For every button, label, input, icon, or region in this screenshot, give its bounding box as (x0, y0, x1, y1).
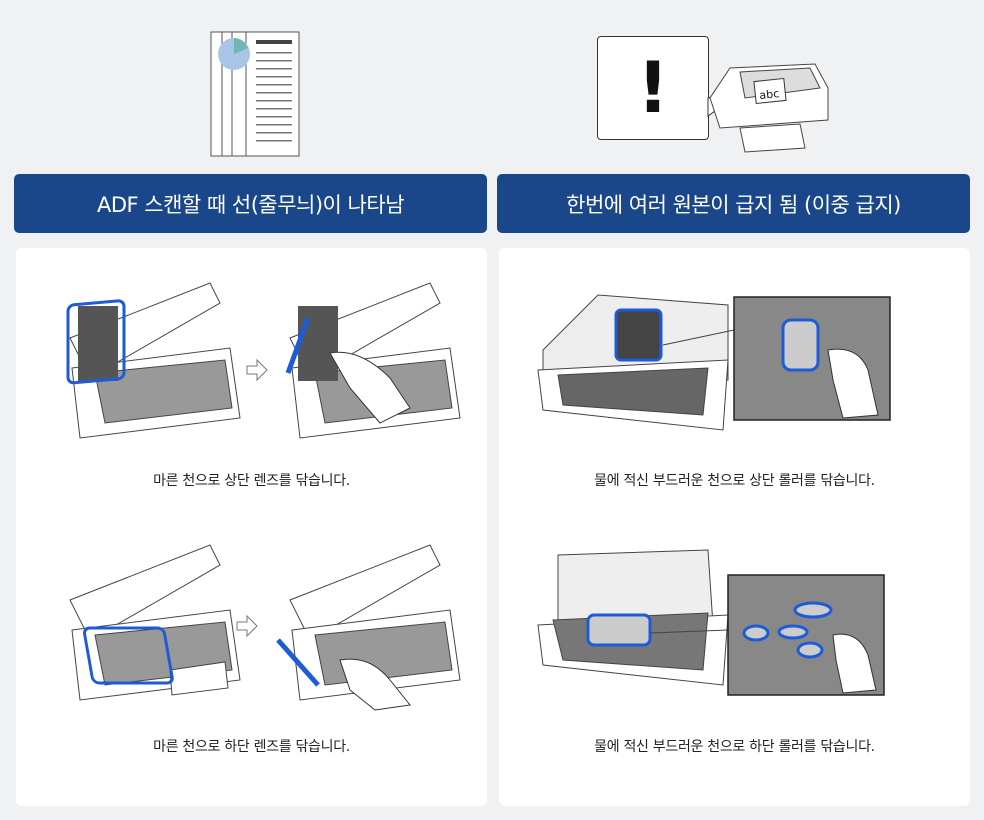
warning-icon: ! (637, 47, 669, 129)
paper-label: abc (759, 87, 780, 102)
header-double-feed: 한번에 여러 원본이 급지 됨 (이중 급지) (497, 174, 970, 233)
header-streaks: ADF 스캔할 때 선(줄무늬)이 나타남 (14, 174, 487, 233)
clean-upper-lens-illustration (66, 282, 461, 439)
caption-upper-roller: 물에 적신 부드러운 천으로 상단 롤러를 닦습니다. (594, 473, 875, 489)
clean-upper-roller-illustration (537, 294, 891, 431)
caption-upper-lens: 마른 천으로 상단 렌즈를 닦습니다. (153, 473, 350, 489)
scanner-double-feed-illustration: abc (707, 63, 829, 153)
caption-lower-lens: 마른 천으로 하단 렌즈를 닦습니다. (153, 739, 350, 755)
warning-box: ! (597, 36, 709, 140)
striped-document-illustration (210, 31, 300, 157)
caption-lower-roller: 물에 적신 부드러운 천으로 하단 롤러를 닦습니다. (594, 739, 875, 755)
clean-lower-roller-illustration (537, 549, 885, 696)
clean-lower-lens-illustration (69, 544, 461, 711)
